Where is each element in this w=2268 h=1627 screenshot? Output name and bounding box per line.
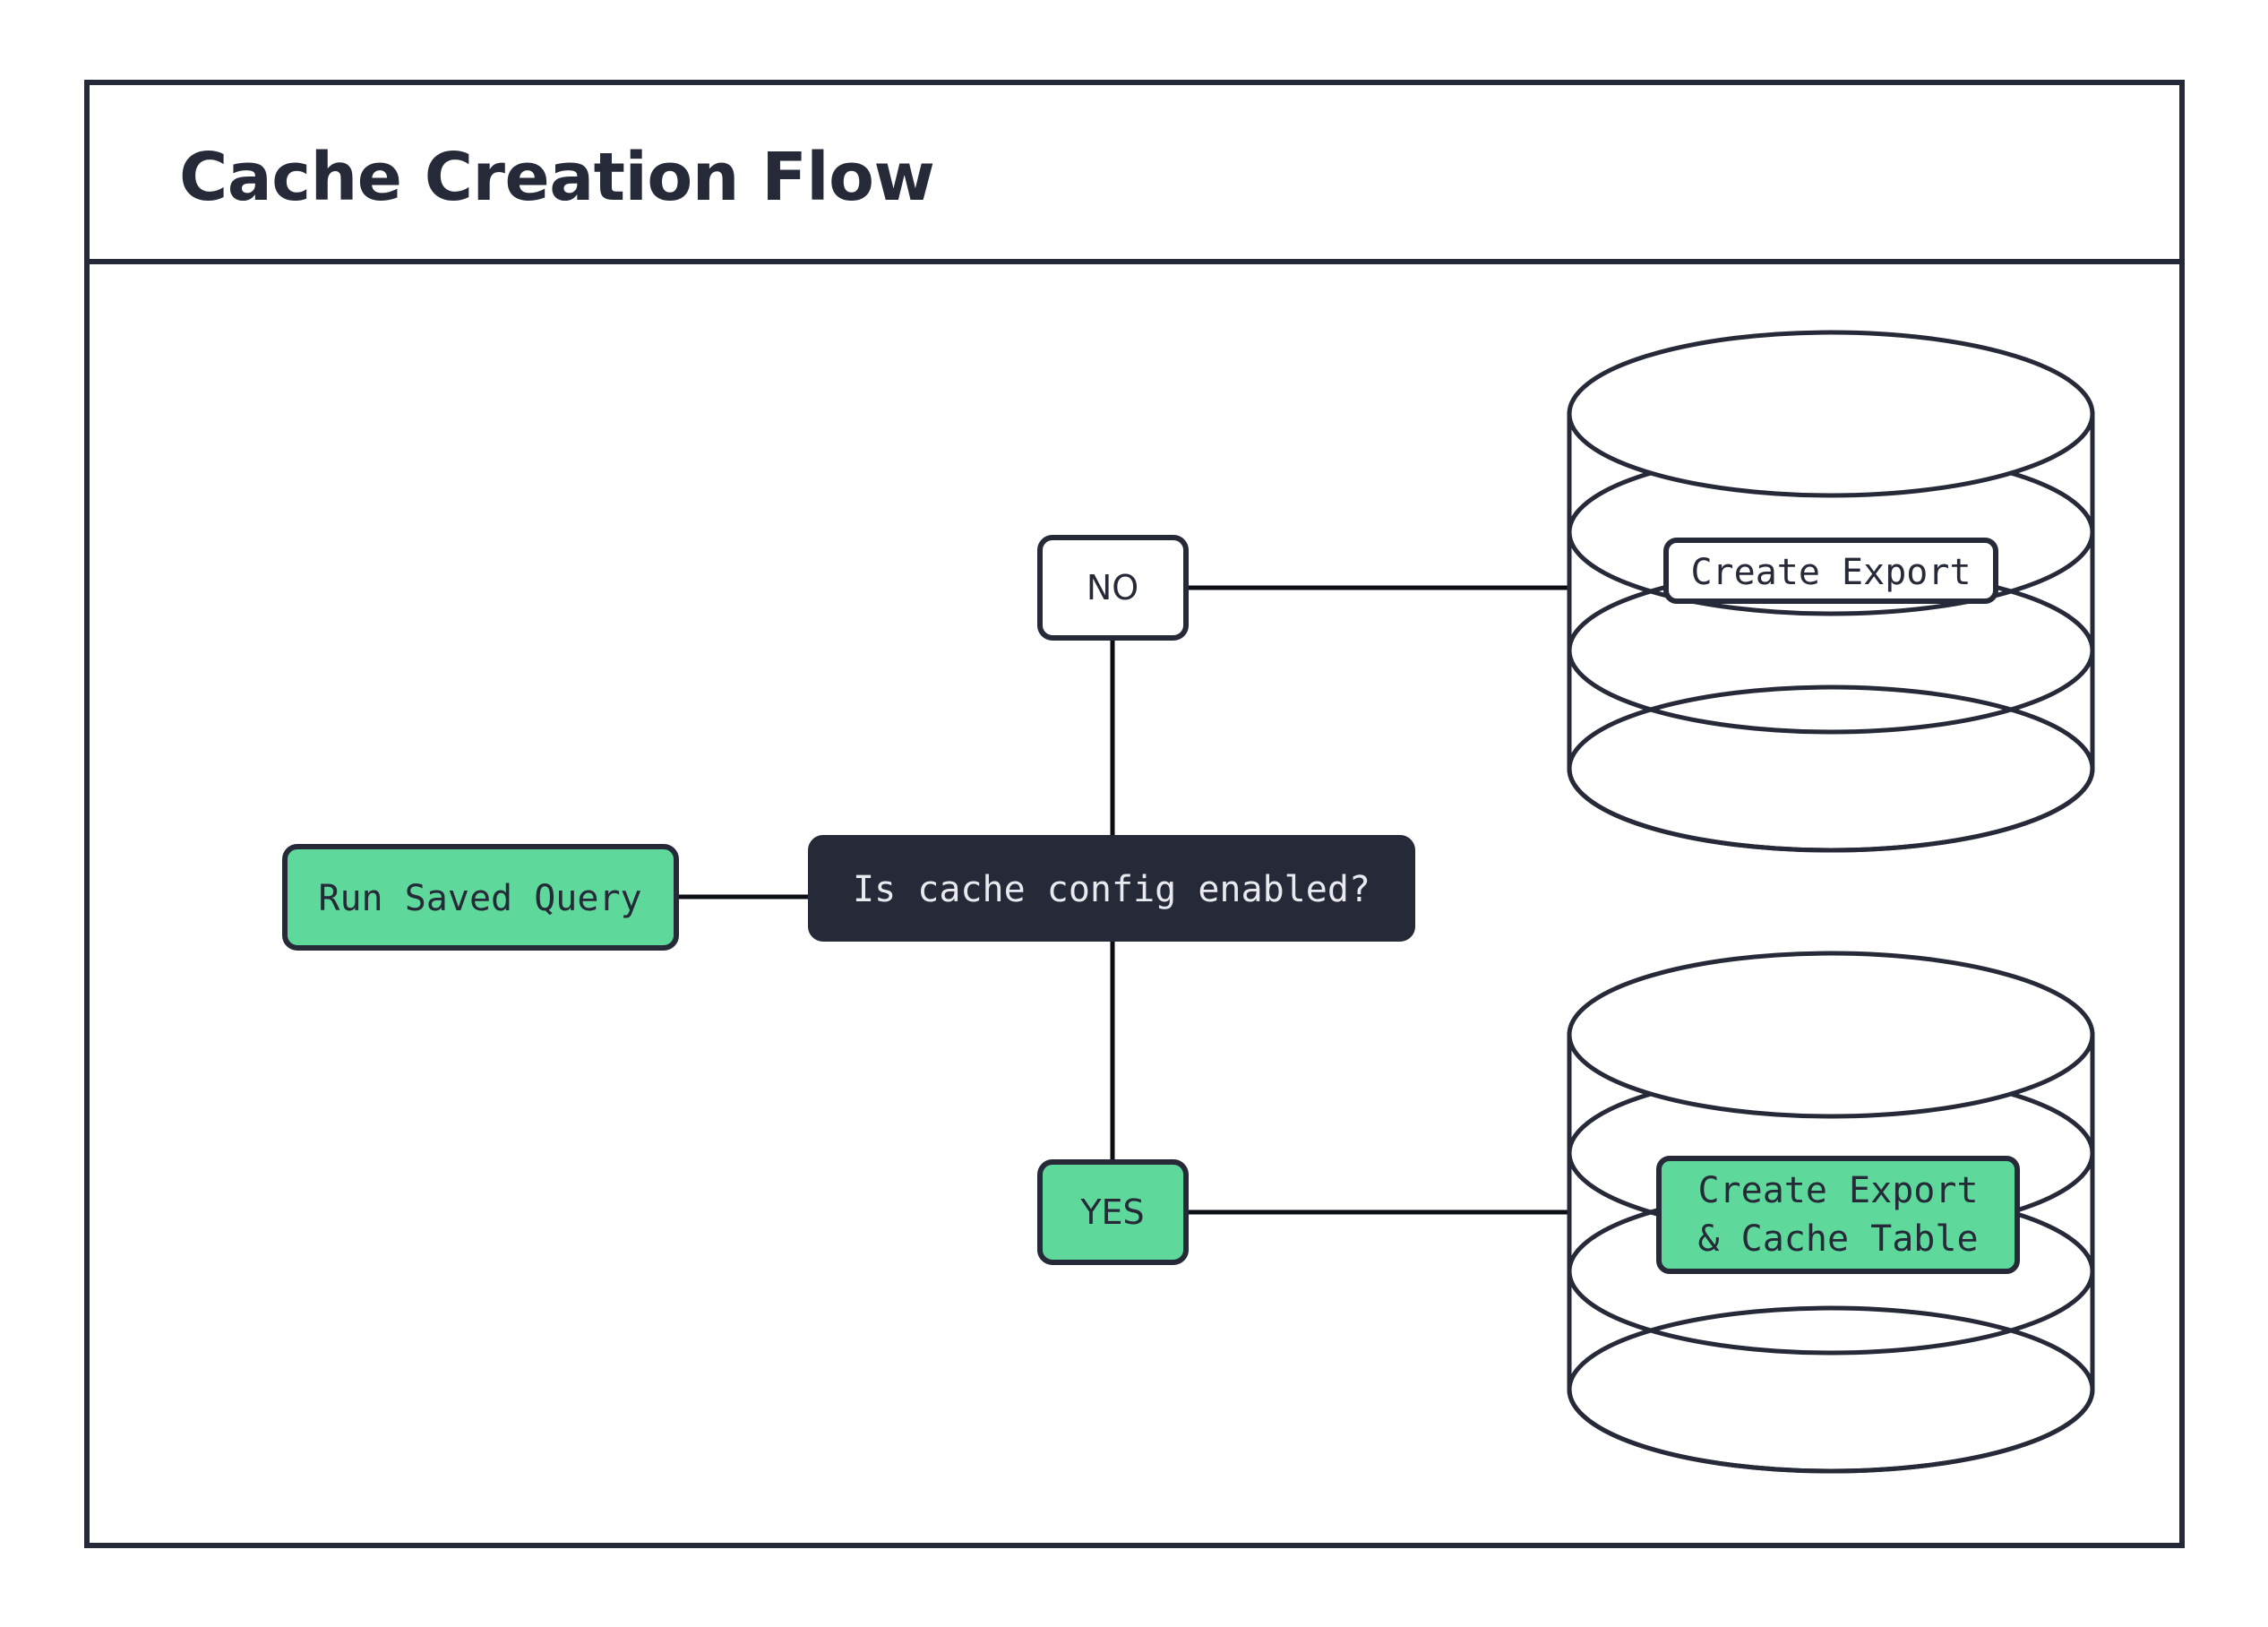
cylinder-disk-1	[1567, 951, 2095, 1119]
cylinder-disk-4	[1567, 1305, 2095, 1474]
create-export-cache-table-db-node[interactable]: Create Export & Cache Table	[1567, 951, 2095, 1474]
is-cache-config-enabled-box	[808, 835, 1415, 942]
edge-label-no-text: NO	[1087, 568, 1138, 607]
run-saved-query-node[interactable]: Run Saved Query	[282, 844, 679, 951]
cylinder-disk-4	[1567, 684, 2095, 853]
create-export-db-node[interactable]: Create Export	[1567, 330, 2095, 853]
create-export-cache-table-label-line1: Create Export	[1697, 1170, 1978, 1211]
edge-label-yes-node[interactable]: YES	[1037, 1159, 1189, 1265]
create-export-cache-table-label-chip	[1656, 1156, 2020, 1274]
edge-label-yes-text: YES	[1079, 1192, 1144, 1232]
is-cache-config-enabled-label: Is cache config enabled?	[853, 869, 1370, 910]
edge-label-no-node[interactable]: NO	[1037, 535, 1189, 641]
run-saved-query-label: Run Saved Query	[318, 878, 641, 919]
diagram-frame	[84, 80, 2185, 1548]
create-export-cache-table-label-line2: & Cache Table	[1697, 1218, 1978, 1260]
is-cache-config-enabled-node[interactable]: Is cache config enabled?	[808, 835, 1415, 942]
run-saved-query-box	[282, 844, 679, 951]
cylinder-disk-1	[1567, 330, 2095, 498]
edge-label-yes-box	[1037, 1159, 1189, 1265]
edge-label-no-box	[1037, 535, 1189, 641]
page-title: Cache Creation Flow	[179, 139, 934, 216]
create-export-db-label: Create Export	[1690, 552, 1971, 593]
create-export-db-label-chip	[1663, 538, 1998, 604]
